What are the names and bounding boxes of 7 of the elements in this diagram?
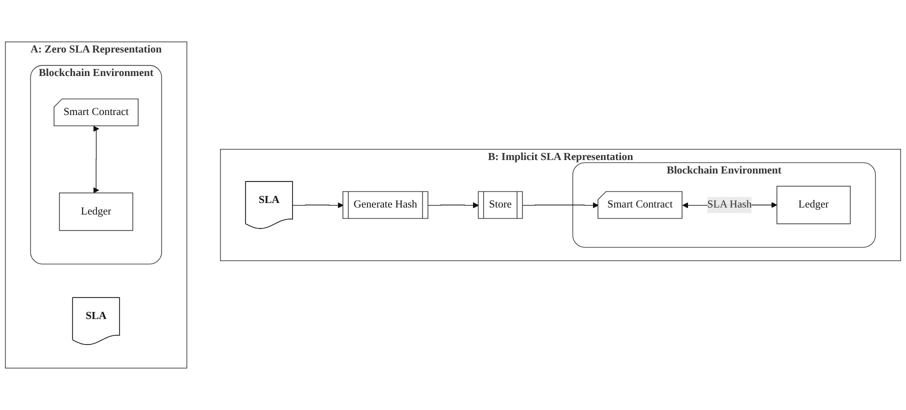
arrow <box>428 202 479 208</box>
node-box: Ledger <box>59 192 134 231</box>
arrow <box>93 126 100 194</box>
arrow <box>522 202 599 208</box>
node-box: Ledger <box>776 186 851 224</box>
arrow <box>292 202 344 208</box>
edge-label: SLA Hash <box>707 198 752 210</box>
